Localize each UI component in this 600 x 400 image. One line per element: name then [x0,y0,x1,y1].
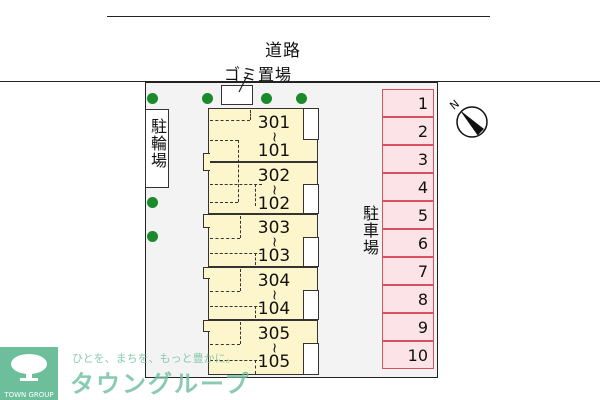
parking-space: 5 [382,201,434,229]
unit-number-upper: 301 [257,113,291,133]
unit-number-upper: 305 [257,324,291,344]
tree-icon [147,93,158,104]
interior-wall [240,322,241,344]
garbage-area [221,85,253,105]
balcony [303,343,319,375]
parking-space: 6 [382,229,434,257]
parking-space: 4 [382,173,434,201]
unit-block-305-105 [208,320,318,375]
entrance-notch [203,214,210,228]
interior-wall [240,269,241,291]
interior-wall [255,306,256,318]
interior-wall [210,238,240,239]
unit-block-304-104 [208,267,318,320]
interior-wall [240,216,241,238]
interior-wall [210,120,250,121]
road-edge-top [107,16,490,17]
garbage-area-label: ゴミ置場 [224,65,293,84]
parking-space: 8 [382,285,434,313]
unit-number-upper: 304 [257,271,291,291]
interior-wall [210,344,240,345]
tree-icon [202,93,213,104]
interior-wall [210,184,262,185]
unit-number-lower: 104 [257,299,291,319]
unit-number-upper: 302 [257,166,291,186]
bicycle-parking: 駐輪場 [145,109,169,188]
interior-wall [250,110,251,120]
logo-company-name: タウングループ [70,370,251,398]
entrance-notch [203,267,210,279]
bicycle-parking-label: 駐輪場 [148,118,167,169]
road-edge-bottom [0,81,600,82]
road-label: 道路 [265,41,301,61]
svg-text:N: N [448,97,462,112]
interior-wall [210,253,262,254]
balcony [303,290,319,320]
interior-wall [255,184,256,206]
tree-logo-icon [11,354,47,381]
entrance-notch [203,320,210,332]
parking-space: 3 [382,145,434,173]
unit-number-lower: 102 [257,194,291,214]
unit-block-301-101 [208,108,318,162]
garbage-leader-line [238,72,250,93]
unit-number-upper: 303 [257,218,291,238]
entrance-notch [203,153,210,171]
parking-space: 1 [382,89,434,117]
interior-wall [255,360,256,374]
interior-wall [210,306,262,307]
interior-wall [255,253,256,265]
town-group-logo-badge: TOWN GROUP [0,347,58,400]
parking-space: 7 [382,257,434,285]
unit-number-lower: 101 [257,141,291,161]
logo-badge-text: TOWN GROUP [4,391,54,399]
tree-icon [296,93,307,104]
balcony [303,237,319,267]
interior-wall [238,140,239,202]
interior-wall [210,140,238,141]
tree-icon [147,231,158,242]
interior-wall [210,360,262,361]
parking-space: 2 [382,117,434,145]
logo-tagline: ひとを、まちを、もっと豊かに。 [72,352,237,365]
balcony [303,184,319,214]
unit-number-lower: 103 [257,246,291,266]
tree-icon [261,93,272,104]
interior-wall [210,291,240,292]
balcony [303,108,319,140]
interior-wall [210,202,238,203]
parking-label: 駐車場 [360,205,379,256]
unit-block-302-102 [208,162,318,214]
north-compass-icon: N [448,97,488,138]
parking-space: 9 [382,313,434,341]
tree-icon [147,197,158,208]
parking-space: 10 [382,341,434,369]
unit-number-lower: 105 [257,352,291,372]
